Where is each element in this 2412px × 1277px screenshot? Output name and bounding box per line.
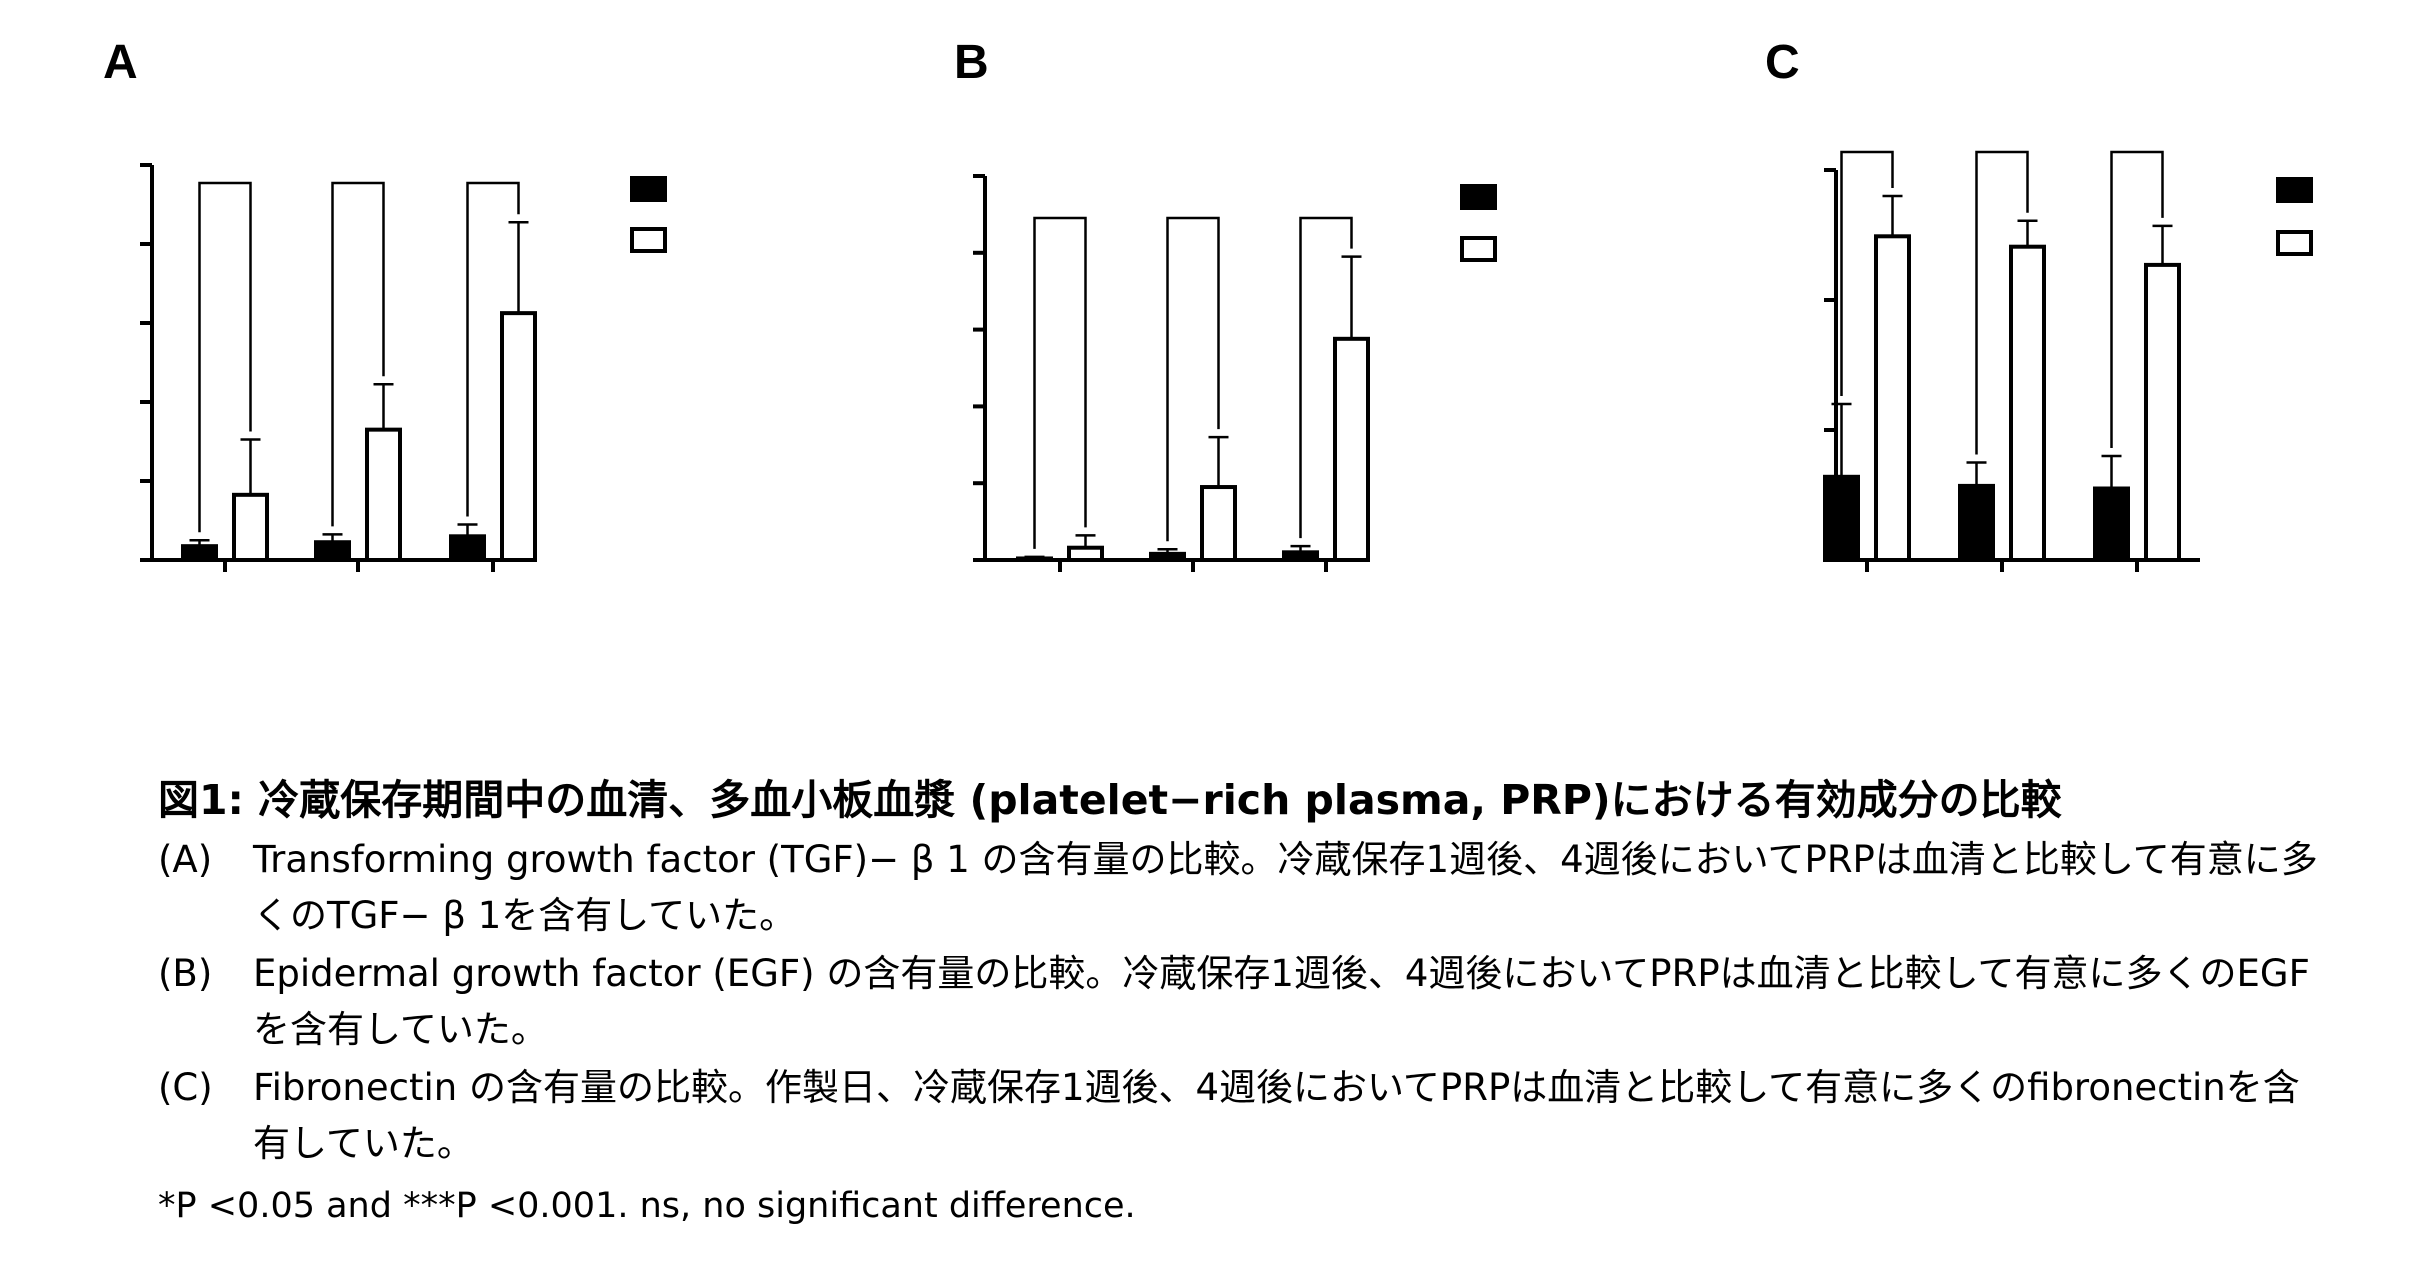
caption-title: 図1: 冷蔵保存期間中の血清、多血小板血漿 (platelet−rich pla… xyxy=(158,776,2062,824)
caption-item-text: Transforming growth factor (TGF)− β 1 の含… xyxy=(253,838,2318,937)
legend-swatch xyxy=(2276,177,2313,203)
significance-bracket xyxy=(1840,150,1894,396)
caption-item-mark: (C) xyxy=(158,1066,213,1109)
bar-serum xyxy=(1016,556,1053,562)
bar-serum xyxy=(1282,550,1319,563)
chart-panel-b: B xyxy=(954,36,1497,572)
figure-caption: 図1: 冷蔵保存期間中の血清、多血小板血漿 (platelet−rich pla… xyxy=(158,770,2378,1234)
bar-prp xyxy=(500,311,537,562)
significance-bracket xyxy=(331,181,385,527)
caption-item-mark: (B) xyxy=(158,952,213,995)
significance-bracket xyxy=(1166,216,1220,542)
bar-prp xyxy=(2009,244,2046,562)
panel-label-b: B xyxy=(954,36,989,89)
significance-bracket xyxy=(2110,150,2164,448)
bar-prp xyxy=(1333,336,1370,563)
bar-serum xyxy=(314,540,351,562)
significance-bracket xyxy=(1299,216,1353,539)
panel-label-a: A xyxy=(103,36,138,89)
caption-significance-note: *P <0.05 and ***P <0.001. ns, no signifi… xyxy=(158,1186,1136,1226)
chart-panel-c: C xyxy=(1765,36,2313,572)
bar-serum xyxy=(181,544,218,562)
caption-item-b: (B) Epidermal growth factor (EGF) の含有量の比… xyxy=(158,946,2378,1058)
significance-bracket xyxy=(1033,216,1087,549)
bar-serum xyxy=(1149,551,1186,563)
legend-swatch xyxy=(630,176,667,202)
bar-prp xyxy=(1200,485,1237,563)
significance-bracket xyxy=(1975,150,2029,455)
caption-item-a: (A) Transforming growth factor (TGF)− β … xyxy=(158,832,2378,944)
significance-bracket xyxy=(198,181,252,533)
bar-prp xyxy=(1067,545,1104,562)
legend-swatch xyxy=(1460,184,1497,210)
legend-swatch xyxy=(1460,236,1497,262)
bar-serum xyxy=(1823,474,1860,562)
legend-swatch xyxy=(2276,230,2313,256)
caption-item-text: Fibronectin の含有量の比較。作製日、冷蔵保存1週後、4週後においてP… xyxy=(253,1066,2300,1165)
significance-bracket xyxy=(466,181,520,517)
caption-item-text: Epidermal growth factor (EGF) の含有量の比較。冷蔵… xyxy=(253,952,2310,1051)
caption-item-c: (C) Fibronectin の含有量の比較。作製日、冷蔵保存1週後、4週後に… xyxy=(158,1060,2378,1172)
bar-serum xyxy=(1958,483,1995,562)
bar-serum xyxy=(449,534,486,562)
legend-swatch xyxy=(630,227,667,253)
bar-prp xyxy=(365,427,402,562)
caption-item-mark: (A) xyxy=(158,838,213,881)
chart-panel-a: A xyxy=(103,36,667,572)
bar-prp xyxy=(2144,262,2181,562)
bar-prp xyxy=(1874,234,1911,563)
figure: A B C xyxy=(103,36,2313,572)
panel-label-c: C xyxy=(1765,36,1800,89)
bar-prp xyxy=(232,492,269,563)
bar-serum xyxy=(2093,486,2130,562)
